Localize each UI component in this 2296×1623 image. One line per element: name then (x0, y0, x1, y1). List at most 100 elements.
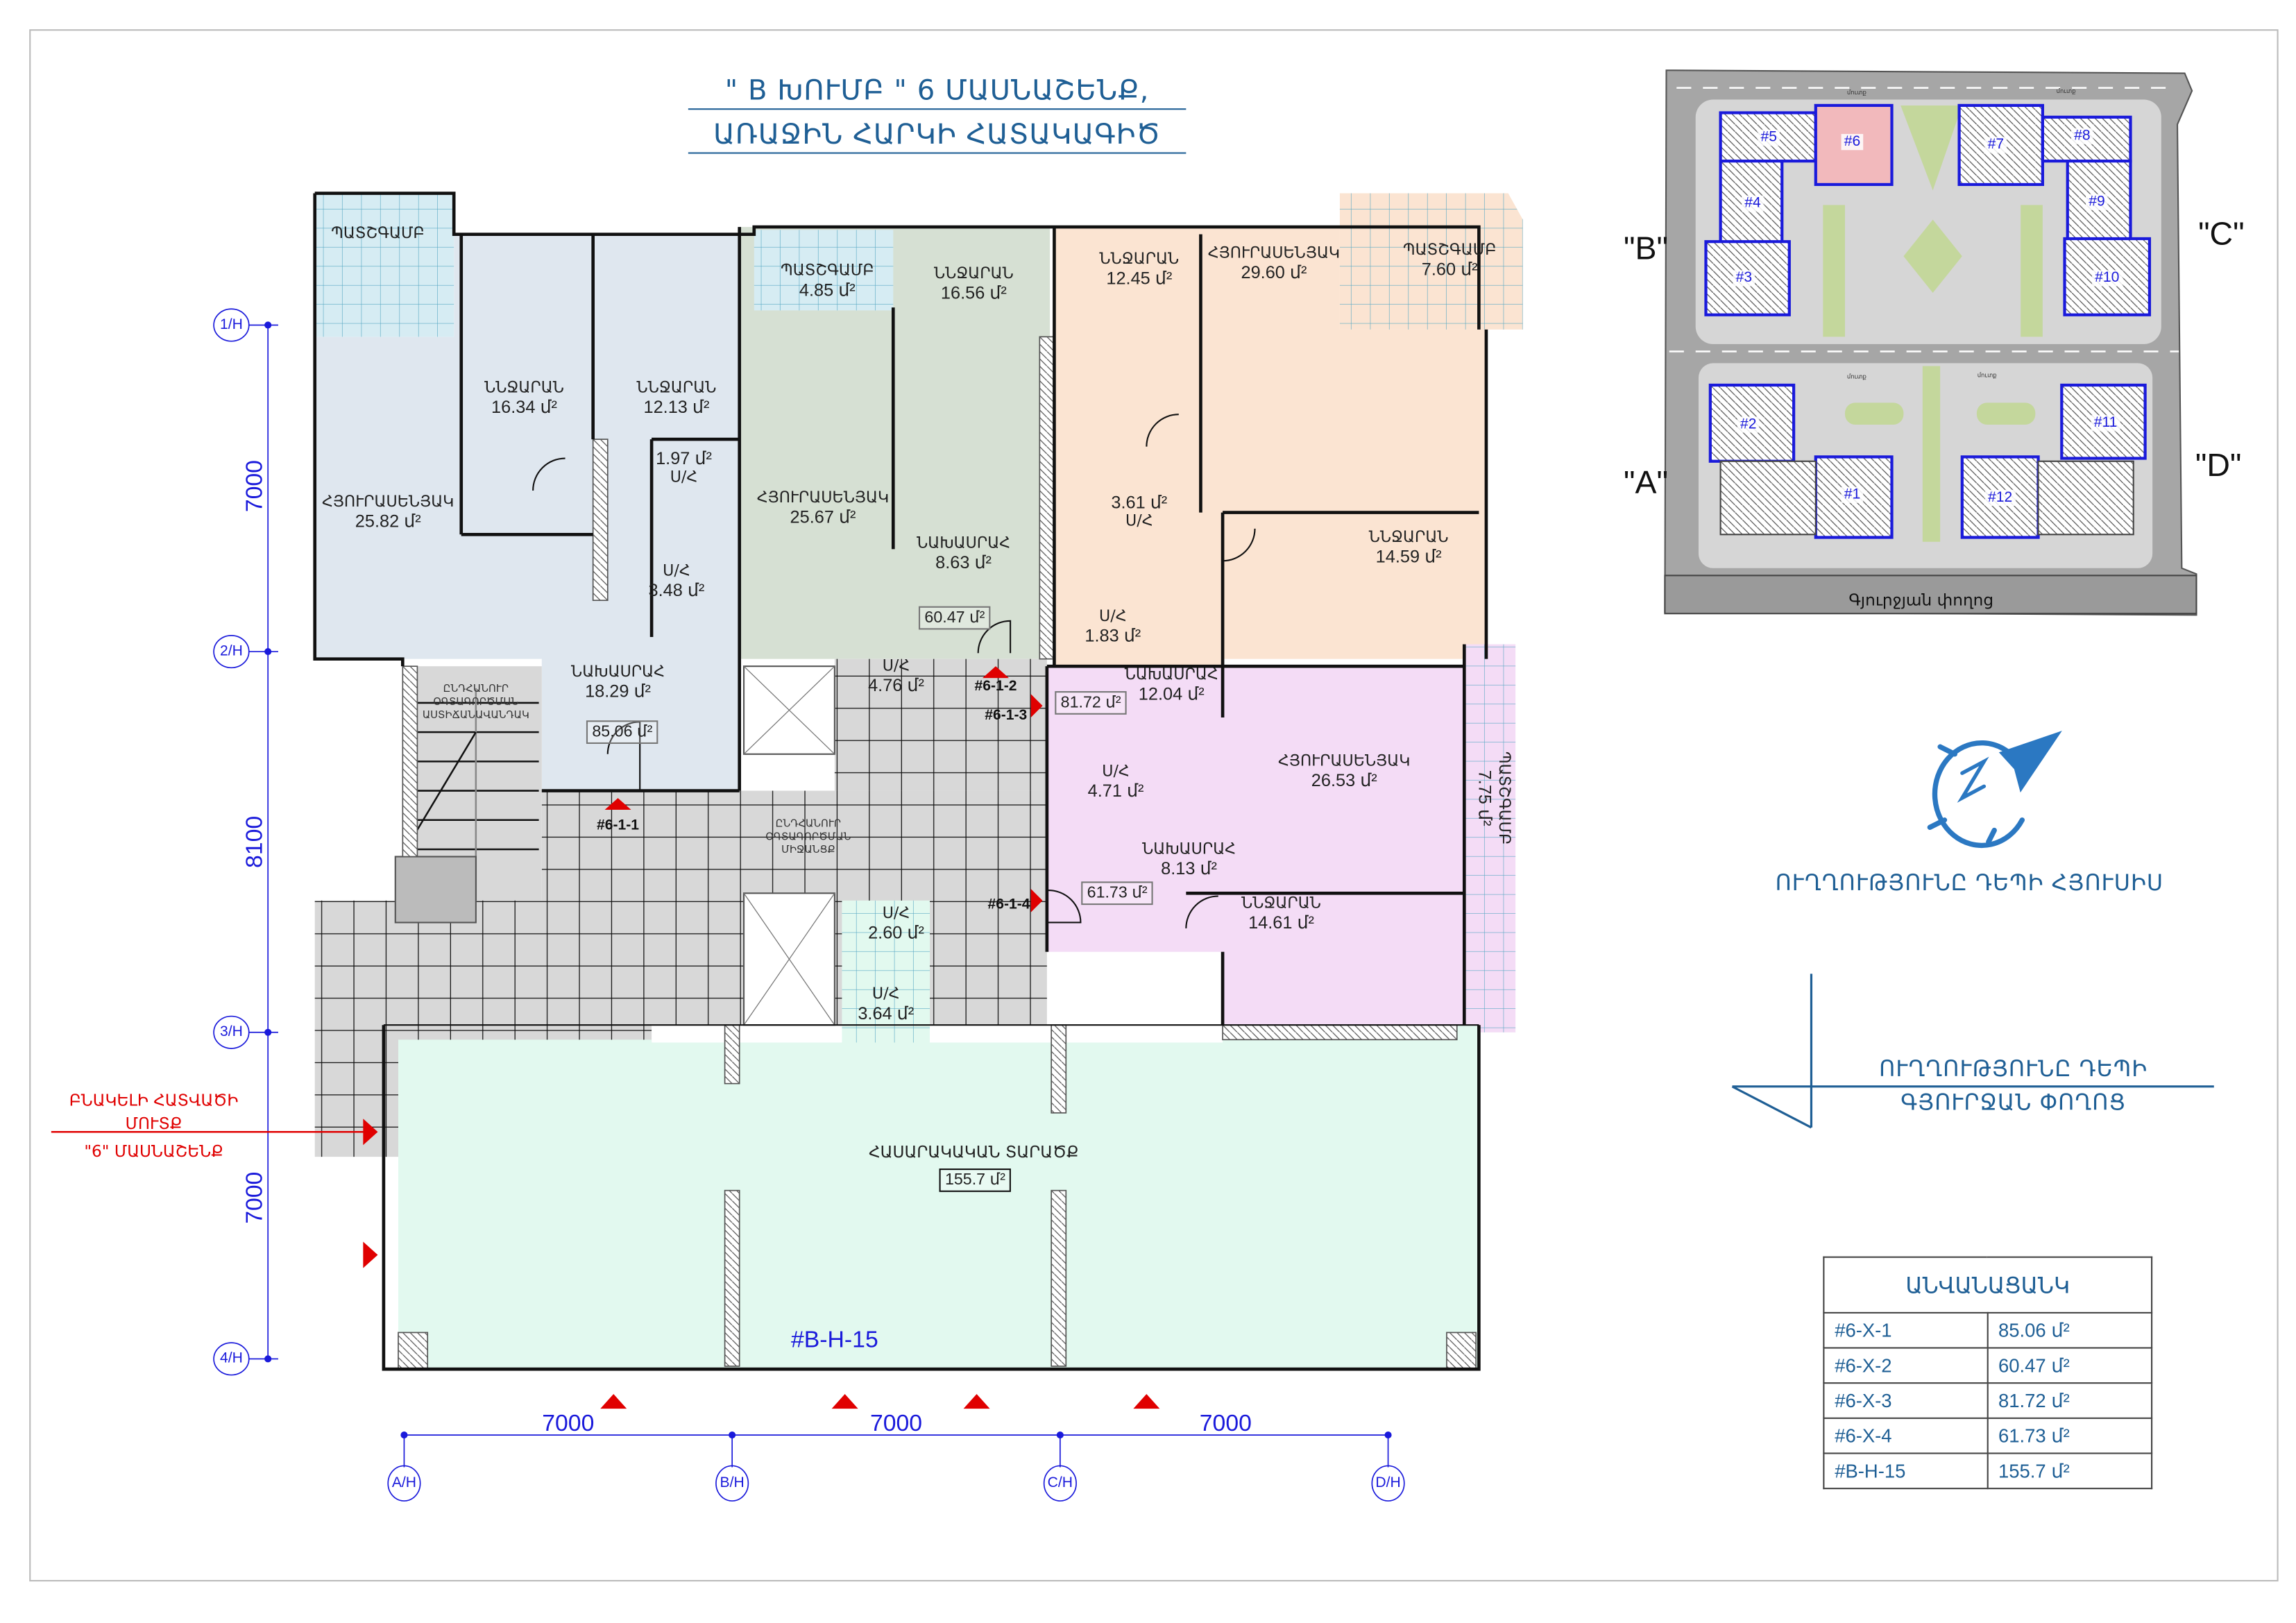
legend-area: 81.72 մ² (1987, 1382, 2153, 1419)
dimension-label: 7000 (1199, 1411, 1252, 1437)
site-street-name: Գյուրջյան փողոց (1848, 590, 1994, 610)
site-plan-map (1664, 69, 2197, 616)
dimension-label: 7000 (869, 1411, 923, 1437)
room-name: ՆՆՋԱՐԱՆ (1368, 528, 1449, 547)
room-area: 1.97 մ² (656, 448, 712, 469)
site-zone-label: "D" (2195, 446, 2242, 484)
dimension-label: 7000 (243, 460, 269, 513)
room-area: 25.67 մ² (790, 507, 856, 527)
site-building-label: #2 (1737, 416, 1760, 433)
room-name: ՆՆՋԱՐԱՆ (484, 379, 564, 397)
site-building-label-highlighted: #6 (1841, 134, 1864, 151)
room-name: ՀՅՈՒՐԱՍԵՆՅԱԿ (756, 488, 890, 507)
dimension-label: 8100 (243, 815, 269, 868)
room-name: ՆՆՋԱՐԱՆ (1241, 894, 1321, 912)
room-name: Ս/Հ (1099, 607, 1127, 626)
site-entrance-label: մուտք (1977, 371, 1997, 379)
entrance-label-line-1: ԲՆԱԿԵԼԻ ՀԱՏՎԱԾԻ (69, 1091, 239, 1110)
room-area: 18.29 մ² (585, 681, 651, 702)
room-name: ՀՅՈՒՐԱՍԵՆՅԱԿ (1278, 752, 1411, 771)
north-compass-icon (1927, 731, 2062, 849)
room-name: Ս/Հ (882, 905, 910, 923)
label-line: ԸՆԴՀԱՆՈՒՐ (775, 817, 842, 830)
room-area: 12.04 մ² (1138, 683, 1205, 705)
entrance-label-line-2: ՄՈՒՏՔ (125, 1114, 182, 1134)
dimension-label: 7000 (243, 1171, 269, 1224)
legend-code: #6-X-2 (1823, 1347, 1989, 1384)
entrance-label-line-3: "6" ՄԱՍՆԱՇԵՆՔ (84, 1142, 223, 1162)
legend-title: ԱՆՎԱՆԱՑԱՆԿ (1823, 1256, 2153, 1314)
dimension-label: 7000 (542, 1411, 595, 1437)
unit-total-area: 60.47 մ² (918, 606, 991, 630)
street-direction-line-2: ԳՅՈՒՐՋԱՆ ՓՈՂՈՑ (1900, 1089, 2127, 1116)
axis-bubble-col-b (715, 1465, 749, 1502)
legend-code: #6-X-3 (1823, 1382, 1989, 1419)
axis-label-col: A/H (391, 1475, 417, 1492)
public-space-fill (398, 1025, 1479, 1370)
room-area: 4.71 մ² (1087, 780, 1144, 801)
legend-area: 155.7 մ² (1987, 1452, 2153, 1490)
room-name: Ս/Հ (1102, 763, 1130, 781)
sheet-border (29, 29, 2279, 1582)
unit-entry-code: #6-1-2 (974, 679, 1017, 695)
room-name: Ս/Հ (1125, 512, 1153, 530)
axis-bubble-row-4 (213, 1342, 250, 1376)
label-line: ՄԻՋԱՆՑՔ (781, 844, 835, 856)
room-area: 16.34 մ² (491, 396, 557, 418)
site-entrance-label: մուտք (1846, 373, 1866, 380)
room-name: ՊԱՏՇԳԱՄԲ (331, 224, 425, 243)
sheet-title-line-2: ԱՌԱՋԻՆ ՀԱՐԿԻ ՀԱՏԱԿԱԳԻԾ (688, 117, 1187, 154)
public-space-name: ՀԱՍԱՐԱԿԱԿԱՆ ՏԱՐԱԾՔ (869, 1143, 1079, 1162)
site-building-label: #10 (2091, 270, 2123, 287)
site-building-label: #11 (2091, 415, 2120, 432)
axis-label-row: 3/H (220, 1024, 243, 1041)
entry-marker (600, 1394, 627, 1409)
room-area: 14.59 մ² (1375, 546, 1442, 567)
room-area: 3.48 մ² (648, 579, 705, 601)
room-area: 12.13 մ² (643, 396, 710, 418)
axis-bubble-col-d (1371, 1465, 1405, 1502)
room-name: Ս/Հ (663, 562, 690, 580)
label-line: ԸՆԴՀԱՆՈՒՐ (443, 683, 509, 695)
street-direction-line-1: ՈՒՂՂՈՒԹՅՈՒՆԸ ԴԵՊԻ (1879, 1055, 2148, 1082)
room-area: 25.82 մ² (355, 511, 421, 532)
entry-marker (1133, 1394, 1160, 1409)
axis-bubble-col-c (1043, 1465, 1077, 1502)
sheet-title-line-1: " B ԽՈՒՄԲ " 6 ՄԱՍՆԱՇԵՆՔ, (688, 74, 1187, 110)
room-area: 7.60 մ² (1421, 259, 1478, 280)
entry-marker (363, 1241, 378, 1268)
legend-code: #B-H-15 (1823, 1452, 1989, 1490)
room-area: 29.60 մ² (1241, 262, 1307, 283)
unit-entry-code: #6-1-3 (985, 708, 1028, 724)
street-direction-symbol (1731, 974, 2214, 1129)
room-name: Ս/Հ (882, 657, 910, 675)
axis-label-row: 4/H (220, 1350, 243, 1367)
legend-code: #6-X-4 (1823, 1417, 1989, 1454)
unit-1-fill (314, 234, 740, 791)
room-area: 26.53 մ² (1311, 770, 1377, 791)
axis-bubble-row-3 (213, 1015, 250, 1049)
legend-area: 85.06 մ² (1987, 1311, 2153, 1349)
site-entrance-label: մուտք (1846, 88, 1866, 96)
site-building-label: #5 (1758, 129, 1780, 146)
entry-marker (604, 798, 631, 810)
